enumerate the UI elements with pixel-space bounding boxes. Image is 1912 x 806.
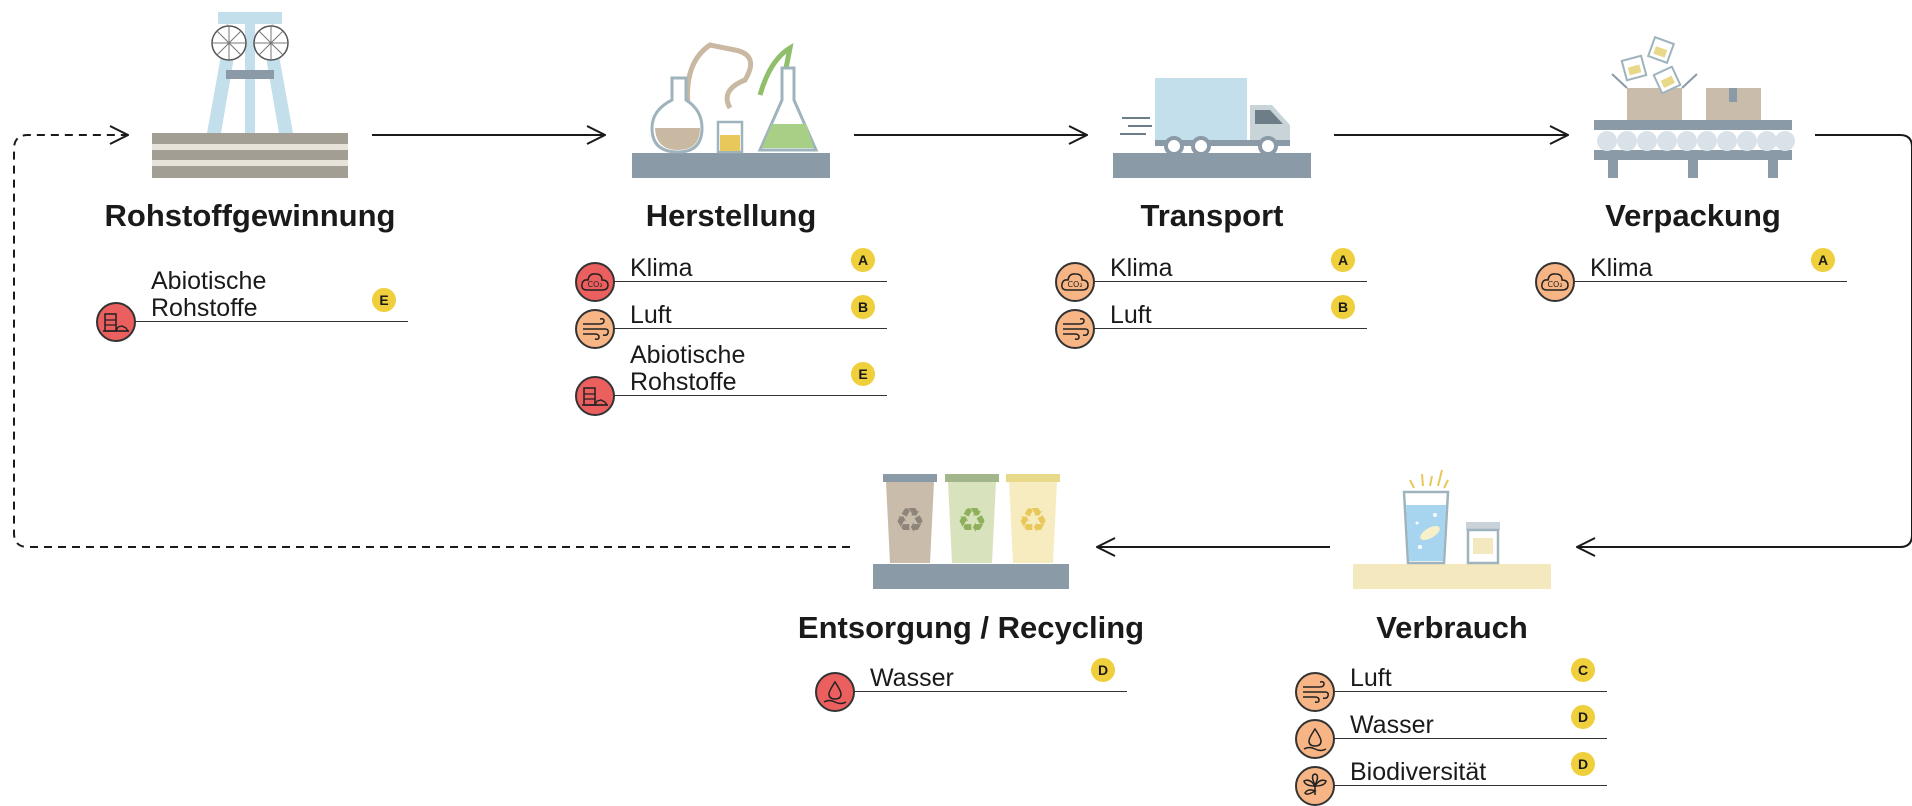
wind-icon (1295, 672, 1335, 712)
co2-cloud-icon: CO₂ (1055, 262, 1095, 302)
raw-materials-icon (575, 376, 615, 416)
impact-list-verpackung: Klima A CO₂ (1535, 235, 1855, 302)
stage-title-herstellung: Herstellung (645, 198, 817, 233)
impact-label: Wasser (870, 664, 954, 692)
impact-category-badge: D (1091, 658, 1115, 682)
impact-label: Biodiversität (1350, 758, 1487, 786)
impact-label: Klima (1590, 254, 1653, 282)
impact-underline (611, 328, 887, 329)
impact-label: Luft (630, 301, 672, 329)
impact-category-badge: A (1331, 248, 1355, 272)
impact-item: Luft B (1055, 282, 1375, 349)
impact-category-badge: A (1811, 248, 1835, 272)
consumption-glass-icon (1353, 469, 1551, 589)
impact-category-badge: D (1571, 752, 1595, 776)
impact-item: Wasser D (1295, 692, 1615, 759)
impact-underline (1331, 691, 1607, 692)
impact-item: Klima A CO₂ (575, 235, 895, 302)
impact-item: Wasser D (815, 645, 1135, 712)
svg-text:CO₂: CO₂ (1547, 280, 1562, 289)
svg-text:CO₂: CO₂ (587, 280, 602, 289)
impact-underline (611, 281, 887, 282)
laboratory-flasks-icon (632, 42, 830, 178)
recycling-loop-arrow (13, 135, 850, 548)
impact-item: Klima A CO₂ (1535, 235, 1855, 302)
impact-item: Klima A CO₂ (1055, 235, 1375, 302)
co2-cloud-icon: CO₂ (575, 262, 615, 302)
impact-category-badge: E (851, 362, 875, 386)
impact-category-badge: E (372, 288, 396, 312)
impact-category-badge: D (1571, 705, 1595, 729)
impact-category-badge: B (851, 295, 875, 319)
raw-materials-icon (96, 302, 136, 342)
stage-title-transport: Transport (1140, 198, 1284, 233)
impact-label: Klima (630, 254, 693, 282)
recycling-bins-icon: ♻ ♻ ♻ (873, 474, 1069, 589)
impact-underline (1571, 281, 1847, 282)
truck-icon (1113, 78, 1311, 178)
impact-list-entsorgung-recycling: Wasser D (815, 645, 1135, 712)
impact-label: Wasser (1350, 711, 1434, 739)
impact-item: Luft C (1295, 645, 1615, 712)
impact-underline (611, 395, 887, 396)
impact-underline (1091, 328, 1367, 329)
co2-cloud-icon: CO₂ (1535, 262, 1575, 302)
packaging-conveyor-icon (1594, 35, 1795, 178)
stage-title-verpackung: Verpackung (1605, 198, 1781, 233)
impact-underline (1331, 738, 1607, 739)
impact-item: Biodiversität D (1295, 739, 1615, 806)
impact-item: Luft B (575, 282, 895, 349)
wind-icon (1055, 309, 1095, 349)
impact-label: Luft (1110, 301, 1152, 329)
impact-label: Abiotische Rohstoffe (630, 341, 746, 396)
water-drop-icon (1295, 719, 1335, 759)
stage-title-entsorgung-recycling: Entsorgung / Recycling (797, 610, 1145, 645)
leaves-icon (1295, 766, 1335, 806)
impact-item: Abiotische Rohstoffe E (575, 329, 895, 416)
impact-list-rohstoffgewinnung: Abiotische Rohstoffe E (96, 255, 416, 342)
stage-title-rohstoffgewinnung: Rohstoffgewinnung (104, 198, 396, 233)
mine-tower-icon (152, 12, 348, 178)
impact-underline (132, 321, 408, 322)
impact-category-badge: A (851, 248, 875, 272)
impact-category-badge: B (1331, 295, 1355, 319)
impact-item: Abiotische Rohstoffe E (96, 255, 416, 342)
impact-underline (851, 691, 1127, 692)
stage-title-verbrauch: Verbrauch (1376, 610, 1528, 645)
impact-underline (1091, 281, 1367, 282)
impact-label: Abiotische Rohstoffe (151, 267, 267, 322)
impact-list-transport: Klima A CO₂ Luft B (1055, 235, 1375, 349)
svg-text:♻: ♻ (957, 501, 987, 541)
svg-text:♻: ♻ (1018, 501, 1048, 541)
svg-text:CO₂: CO₂ (1067, 280, 1082, 289)
wind-icon (575, 309, 615, 349)
water-drop-icon (815, 672, 855, 712)
impact-label: Klima (1110, 254, 1173, 282)
svg-text:♻: ♻ (895, 501, 925, 541)
impact-label: Luft (1350, 664, 1392, 692)
arrow-verpackung-to-verbrauch (1577, 134, 1912, 547)
impact-category-badge: C (1571, 658, 1595, 682)
impact-underline (1331, 785, 1607, 786)
impact-list-herstellung: Klima A CO₂ Luft B Abiotische Rohstoffe E (575, 235, 895, 416)
